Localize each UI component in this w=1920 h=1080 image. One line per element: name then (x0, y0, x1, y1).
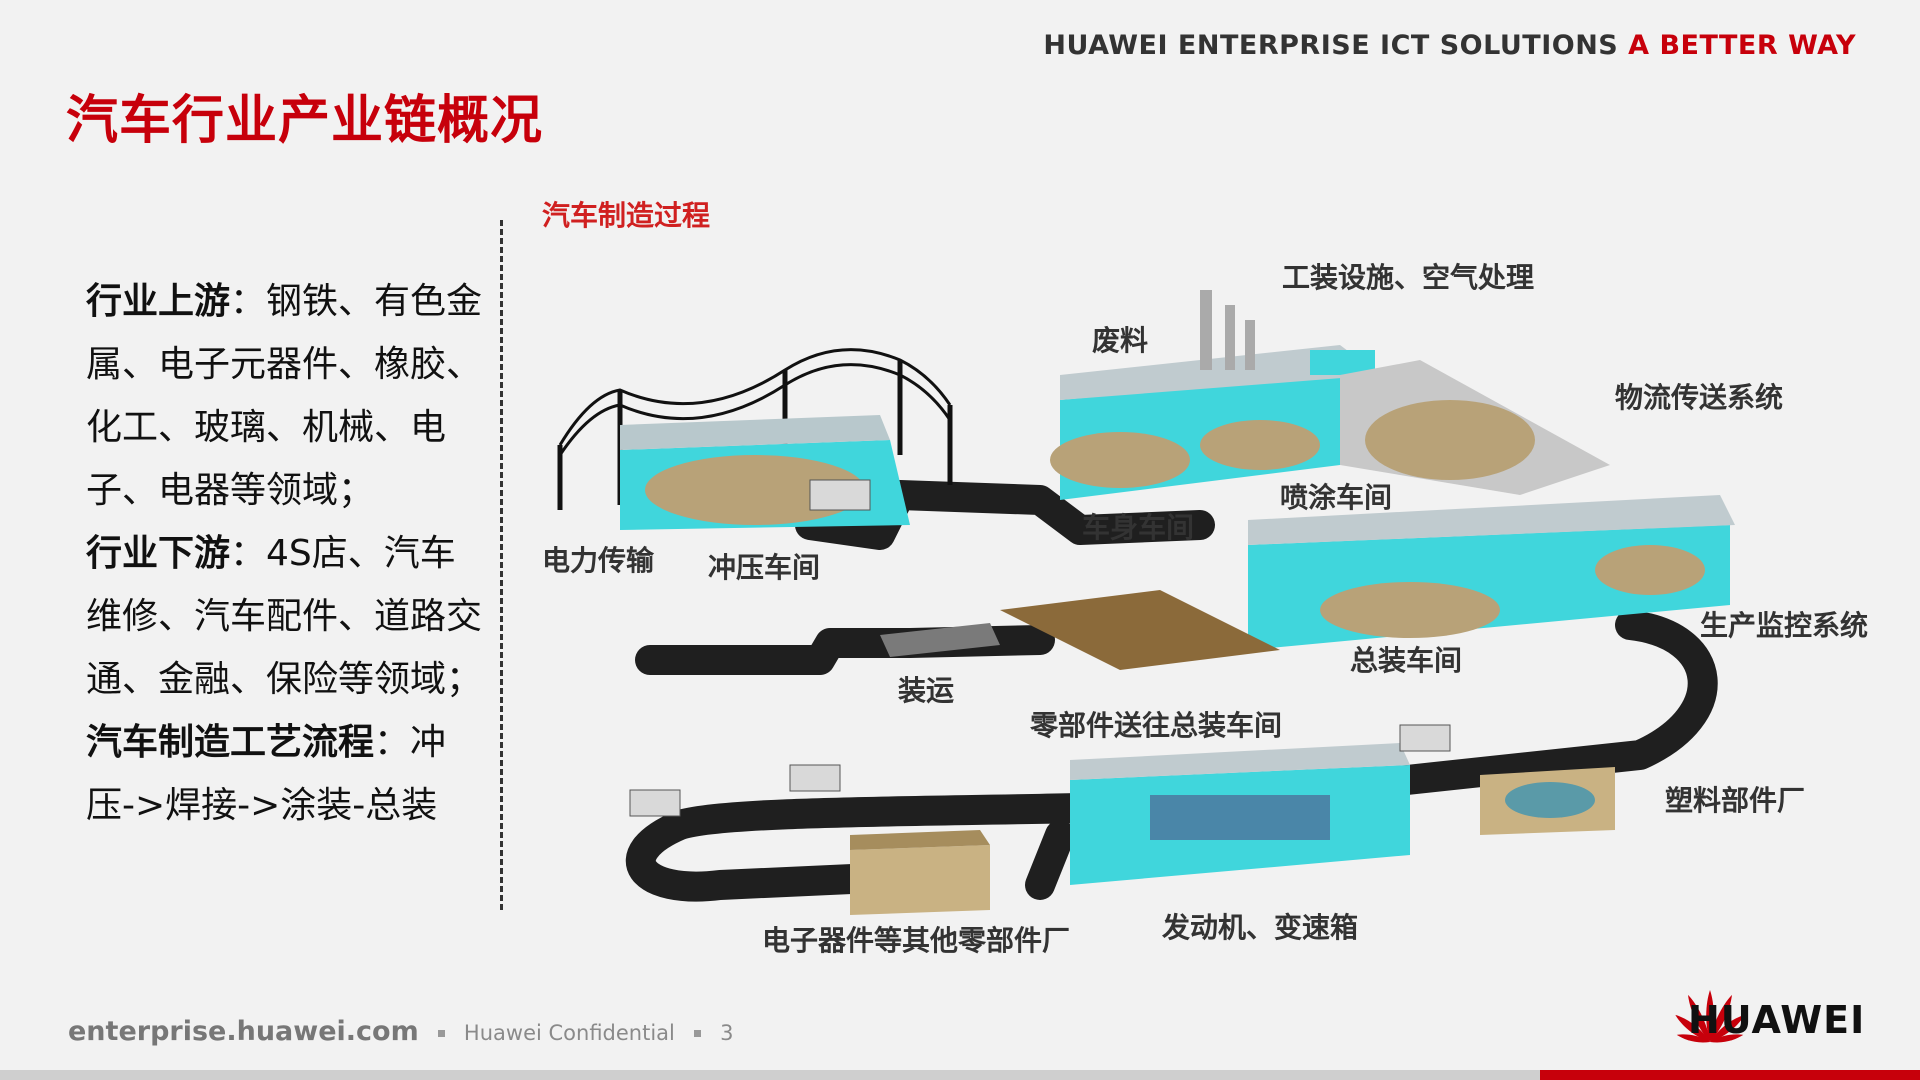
slide-title: 汽车行业产业链概况 (66, 91, 544, 151)
huawei-logo-icon (1675, 990, 1745, 1043)
industry-description: 行业上游：钢铁、有色金属、电子元器件、橡胶、化工、玻璃、机械、电子、电器等领域；… (86, 270, 486, 837)
header-tagline: HUAWEI ENTERPRISE ICT SOLUTIONS A BETTER… (1043, 30, 1856, 61)
label-electronics: 电子器件等其他零部件厂 (762, 924, 1070, 957)
tagline-accent: A BETTER WAY (1628, 30, 1856, 61)
dashed-divider (500, 220, 503, 910)
label-plastic: 塑料部件厂 (1665, 784, 1805, 817)
label-painting: 喷涂车间 (1280, 481, 1392, 514)
truck (809, 479, 871, 511)
bottom-bar (0, 1070, 1920, 1080)
tagline-main: HUAWEI ENTERPRISE ICT SOLUTIONS (1043, 30, 1619, 61)
car-manufacturing-diagram: 汽车制造过程 工装设施、空气处理 废料 物流传送系统 电力传输 冲压车间 车身车… (542, 199, 1868, 957)
upstream-text: ：钢铁、有色金属、电子元器件、橡胶、化工、玻璃、机械、电子、电器等领域； (86, 281, 483, 511)
footer: enterprise.huawei.com Huawei Confidentia… (68, 1016, 733, 1047)
label-tooling: 工装设施、空气处理 (1282, 261, 1534, 294)
footer-separator (437, 1029, 445, 1037)
label-shipping: 装运 (898, 674, 954, 707)
label-assembly: 总装车间 (1350, 644, 1462, 677)
electronics-parts-factory (850, 830, 990, 915)
label-engine: 发动机、变速箱 (1161, 911, 1358, 944)
label-parts-delivery: 零部件送往总装车间 (1030, 709, 1282, 742)
footer-site: enterprise.huawei.com (68, 1016, 419, 1047)
truck (629, 789, 681, 817)
logistics-wing (1340, 360, 1610, 495)
downstream-text: ：4S店、汽车维修、汽车配件、道路交通、金融、保险等领域； (86, 533, 483, 700)
process-label: 汽车制造工艺流程 (86, 722, 375, 763)
truck (1399, 724, 1451, 752)
conveyor-road (625, 480, 1718, 902)
huawei-logo-text: HUAWEI (1688, 998, 1866, 1042)
label-power: 电力传输 (542, 544, 655, 577)
plastic-parts-factory (1480, 767, 1615, 835)
footer-confidential: Huawei Confidential (463, 1021, 675, 1045)
upstream-label: 行业上游 (86, 281, 231, 322)
stamping-building (620, 415, 910, 530)
footer-separator (693, 1029, 701, 1037)
downstream-label: 行业下游 (86, 533, 231, 574)
label-body: 车身车间 (1082, 511, 1194, 544)
truck (789, 764, 841, 792)
bottom-accent-bar (1540, 1070, 1920, 1080)
body-painting-building (1050, 290, 1380, 500)
label-logistics: 物流传送系统 (1615, 381, 1783, 414)
page-number: 3 (720, 1021, 734, 1045)
diagram-caption: 汽车制造过程 (542, 199, 710, 232)
process-text: ：冲压->焊接->涂装-总装 (86, 722, 447, 826)
shipping-area (880, 590, 1280, 670)
engine-building (1070, 743, 1410, 885)
assembly-building (1248, 495, 1735, 650)
label-stamping: 冲压车间 (708, 551, 820, 584)
label-waste: 废料 (1092, 324, 1148, 357)
label-monitoring: 生产监控系统 (1700, 609, 1868, 642)
